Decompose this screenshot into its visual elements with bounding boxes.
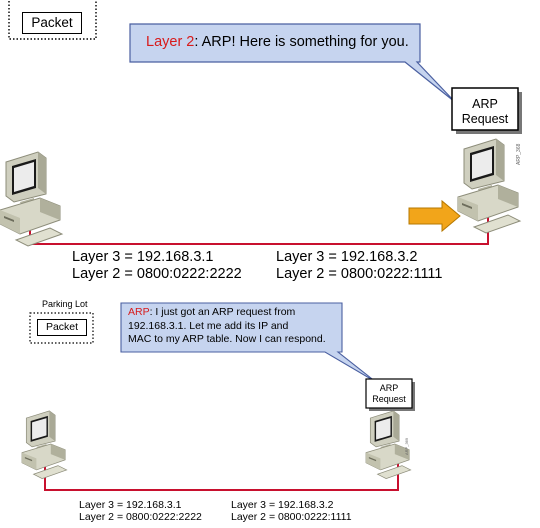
side-code-bottom: ARP_369 xyxy=(404,437,409,455)
callout-body-top: : ARP! Here is something for you. xyxy=(194,34,409,50)
callout-line2-bottom: 192.168.3.1. Let me add its IP and xyxy=(128,319,289,332)
left-host-layer3-top: Layer 3 = 192.168.3.1 xyxy=(72,249,214,265)
parking-lot-frame-bottom xyxy=(29,312,94,344)
callout-bubble-bottom xyxy=(120,302,377,383)
arp-request-label-top: ARP Request xyxy=(452,97,518,127)
right-host-layer3-top: Layer 3 = 192.168.3.2 xyxy=(276,249,418,265)
packet-box-top: Packet xyxy=(22,12,82,34)
arrow-icon xyxy=(408,199,461,233)
packet-label-bottom: Packet xyxy=(45,321,79,333)
right-host-layer2-bottom: Layer 2 = 0800:0222:1111 xyxy=(231,511,352,523)
right-host-layer3-bottom: Layer 3 = 192.168.3.2 xyxy=(231,499,334,511)
parking-lot-frame-top xyxy=(8,0,97,40)
arp-request-line1-bottom: ARP xyxy=(379,383,399,393)
network-link-bottom xyxy=(44,460,399,491)
left-host-layer2-bottom: Layer 2 = 0800:0222:2222 xyxy=(79,511,202,523)
callout-bubble-top xyxy=(129,23,456,103)
left-host-layer3-bottom: Layer 3 = 192.168.3.1 xyxy=(79,499,182,511)
callout-line3-bottom: MAC to my ARP table. Now I can respond. xyxy=(128,333,326,345)
arp-request-label-bottom: ARP Request xyxy=(366,383,412,405)
arp-request-line2-top: Request xyxy=(461,112,509,126)
packet-box-bottom: Packet xyxy=(37,319,87,336)
parking-lot-label: Parking Lot xyxy=(42,299,88,309)
callout-line1-bottom: : I just got an ARP request from xyxy=(149,306,296,318)
packet-label-top: Packet xyxy=(31,15,73,30)
callout-text-top: Layer 2: ARP! Here is something for you. xyxy=(146,33,409,51)
right-host-layer2-top: Layer 2 = 0800:0222:1111 xyxy=(276,266,443,282)
left-host-layer2-top: Layer 2 = 0800:0222:2222 xyxy=(72,266,242,282)
callout-prefix-bottom: ARP xyxy=(128,306,150,318)
callout-text-bottom: ARP: I just got an ARP request from 192.… xyxy=(128,306,326,347)
arp-request-line1-top: ARP xyxy=(472,97,498,111)
side-code-top: ARP_368 xyxy=(516,143,522,165)
callout-prefix-top: Layer 2 xyxy=(146,34,195,50)
arp-request-line2-bottom: Request xyxy=(372,394,406,404)
arp-request-box-bottom xyxy=(365,378,413,409)
arp-request-box-top xyxy=(451,87,519,131)
